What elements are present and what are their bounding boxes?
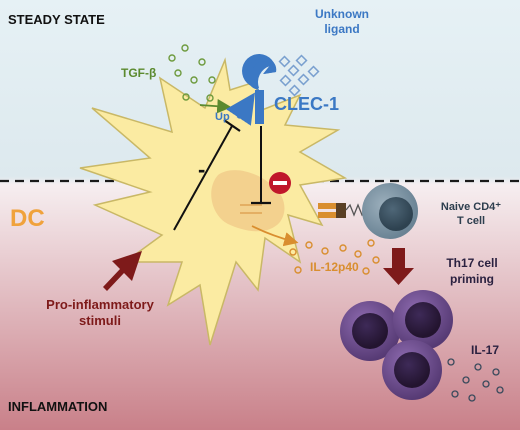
inhibition-bar <box>223 119 241 132</box>
clec1-label: CLEC-1 <box>274 94 340 114</box>
up-label: Up <box>215 111 230 123</box>
ligand-diamonds <box>278 54 320 97</box>
pro-inflammatory-line-1: Pro-inflammatory <box>46 297 154 312</box>
naive-t-cell-nucleus <box>379 197 413 231</box>
th17-line-2: priming <box>450 272 494 286</box>
il17-label: IL-17 <box>471 343 500 357</box>
th17-line-1: Th17 cell <box>446 256 498 270</box>
naive-t-cell-label: Naive CD4⁺ T cell <box>426 200 516 228</box>
steady-state-title: STEADY STATE <box>8 12 105 27</box>
pro-inflammatory-arrow <box>103 251 142 291</box>
upregulation-arrow <box>225 92 255 126</box>
minus-label: - <box>198 157 206 182</box>
naive-t-cell-line-1: Naive CD4⁺ <box>440 201 502 213</box>
dc-nucleus <box>211 170 285 232</box>
il12p40-label: IL-12p40 <box>310 260 359 274</box>
inflammation-title: INFLAMMATION <box>8 399 108 414</box>
dc-label: DC <box>10 205 45 232</box>
pro-inflammatory-label: Pro-inflammatory stimuli <box>40 297 160 329</box>
th17-cells <box>340 290 453 400</box>
clec1-stalk <box>255 90 264 124</box>
differentiation-arrow <box>383 248 414 285</box>
naive-t-cell-line-2: T cell <box>456 215 486 227</box>
tgf-beta-label: TGF-β <box>121 66 157 80</box>
th17-priming-label: Th17 cell priming <box>432 255 512 287</box>
mhc-molecule <box>318 203 338 209</box>
unknown-ligand-label: Unknown ligand <box>300 7 384 37</box>
il12p40-molecules <box>289 239 380 275</box>
il12-arrow <box>251 225 299 247</box>
tgf-beta-molecules <box>168 44 216 102</box>
il17-molecules <box>447 358 504 402</box>
unknown-ligand-line-2: ligand <box>324 22 360 36</box>
pro-inflammatory-line-2: stimuli <box>79 313 121 328</box>
tgf-beta-arrow <box>199 99 232 114</box>
unknown-ligand-line-1: Unknown <box>315 7 369 21</box>
inhibition-line <box>173 125 233 231</box>
